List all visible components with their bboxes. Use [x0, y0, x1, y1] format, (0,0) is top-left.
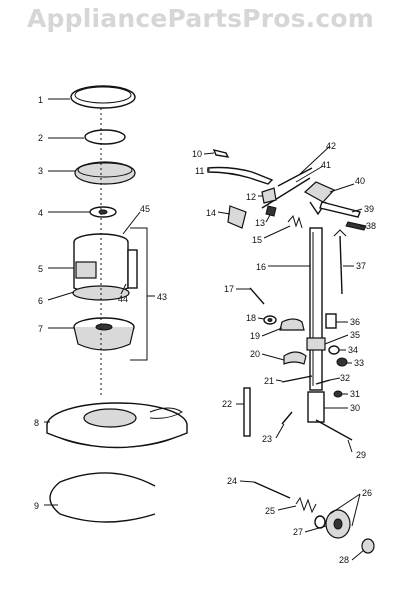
part-16-column[interactable] [309, 227, 323, 391]
part-number-labels: 1 2 3 4 5 6 7 8 9 45 44 43 10 11 12 13 1… [34, 95, 376, 565]
label-27: 27 [293, 527, 303, 537]
part-14-bracket[interactable] [227, 205, 247, 229]
label-24: 24 [227, 476, 237, 486]
part-35-collar[interactable] [306, 337, 326, 351]
label-20: 20 [250, 349, 260, 359]
label-31: 31 [350, 389, 360, 399]
label-9: 9 [34, 501, 39, 511]
part-3-cap[interactable] [74, 161, 136, 185]
label-29: 29 [356, 450, 366, 460]
label-45: 45 [140, 204, 150, 214]
part-22-rod[interactable] [243, 387, 251, 437]
part-40-top-fitting[interactable] [303, 181, 336, 216]
part-23-screw[interactable] [281, 411, 293, 425]
label-35: 35 [350, 330, 360, 340]
part-13-screw[interactable] [265, 205, 277, 217]
label-21: 21 [264, 376, 274, 386]
label-5: 5 [38, 264, 43, 274]
part-29-shaft[interactable] [315, 419, 353, 441]
label-23: 23 [262, 434, 272, 444]
label-38: 38 [366, 221, 376, 231]
label-37: 37 [356, 261, 366, 271]
label-25: 25 [265, 506, 275, 516]
watermark: AppliancePartsPros.com [26, 4, 375, 33]
label-14: 14 [206, 208, 216, 218]
part-8-flange-plate[interactable] [46, 402, 188, 449]
part-2-disc[interactable] [84, 129, 126, 145]
label-32: 32 [340, 373, 350, 383]
part-33-nut[interactable] [336, 357, 348, 367]
label-17: 17 [224, 284, 234, 294]
part-41-rod[interactable] [277, 167, 313, 187]
label-40: 40 [355, 176, 365, 186]
label-43: 43 [157, 292, 167, 302]
part-27-pulley[interactable] [314, 509, 351, 539]
label-33: 33 [354, 358, 364, 368]
label-19: 19 [250, 331, 260, 341]
label-28: 28 [339, 555, 349, 565]
label-34: 34 [348, 345, 358, 355]
label-13: 13 [255, 218, 265, 228]
part-39-arm[interactable] [319, 201, 361, 218]
label-41: 41 [321, 160, 331, 170]
label-42: 42 [326, 141, 336, 151]
label-26: 26 [362, 488, 372, 498]
part-17-bolt[interactable] [249, 287, 265, 305]
part-36-knob[interactable] [325, 313, 337, 329]
part-12-clip[interactable] [261, 187, 277, 204]
part-25-spring[interactable] [295, 496, 317, 514]
left-leader-lines [44, 98, 155, 506]
part-28-knob[interactable] [361, 538, 375, 554]
part-7-impeller[interactable] [73, 317, 135, 351]
label-1: 1 [38, 95, 43, 105]
label-8: 8 [34, 418, 39, 428]
part-38-arm-tip[interactable] [345, 221, 367, 231]
label-18: 18 [246, 313, 256, 323]
label-4: 4 [38, 208, 43, 218]
label-22: 22 [222, 399, 232, 409]
part-9-split-ring[interactable] [49, 472, 156, 523]
part-4-washer[interactable] [89, 206, 117, 218]
label-11: 11 [195, 166, 204, 176]
label-12: 12 [246, 192, 256, 202]
part-31-nut[interactable] [333, 390, 343, 398]
label-16: 16 [256, 262, 266, 272]
label-6: 6 [38, 296, 43, 306]
label-36: 36 [350, 317, 360, 327]
part-32-pin[interactable] [315, 379, 331, 385]
part-20-cam[interactable] [283, 351, 307, 365]
part-42-link[interactable] [261, 177, 311, 209]
part-18-washer[interactable] [263, 315, 277, 325]
label-7: 7 [38, 324, 43, 334]
label-10: 10 [192, 149, 202, 159]
part-10-pin[interactable] [212, 148, 230, 158]
label-44: 44 [118, 294, 128, 304]
label-3: 3 [38, 166, 43, 176]
part-30-lower-sleeve[interactable] [307, 391, 325, 423]
part-37-probe[interactable] [333, 229, 347, 295]
label-2: 2 [38, 133, 43, 143]
part-15-spring[interactable] [287, 214, 303, 229]
part-11-lever[interactable] [207, 166, 274, 185]
part-34-nut[interactable] [328, 345, 340, 355]
label-39: 39 [364, 204, 374, 214]
label-30: 30 [350, 403, 360, 413]
part-19-clamp[interactable] [279, 318, 305, 331]
label-15: 15 [252, 235, 262, 245]
part-5-housing[interactable] [73, 233, 138, 295]
part-21-link-bar[interactable] [281, 375, 313, 383]
right-leader-lines [203, 145, 365, 561]
part-24-wire[interactable] [253, 481, 291, 499]
part-1-ring[interactable] [70, 85, 136, 109]
